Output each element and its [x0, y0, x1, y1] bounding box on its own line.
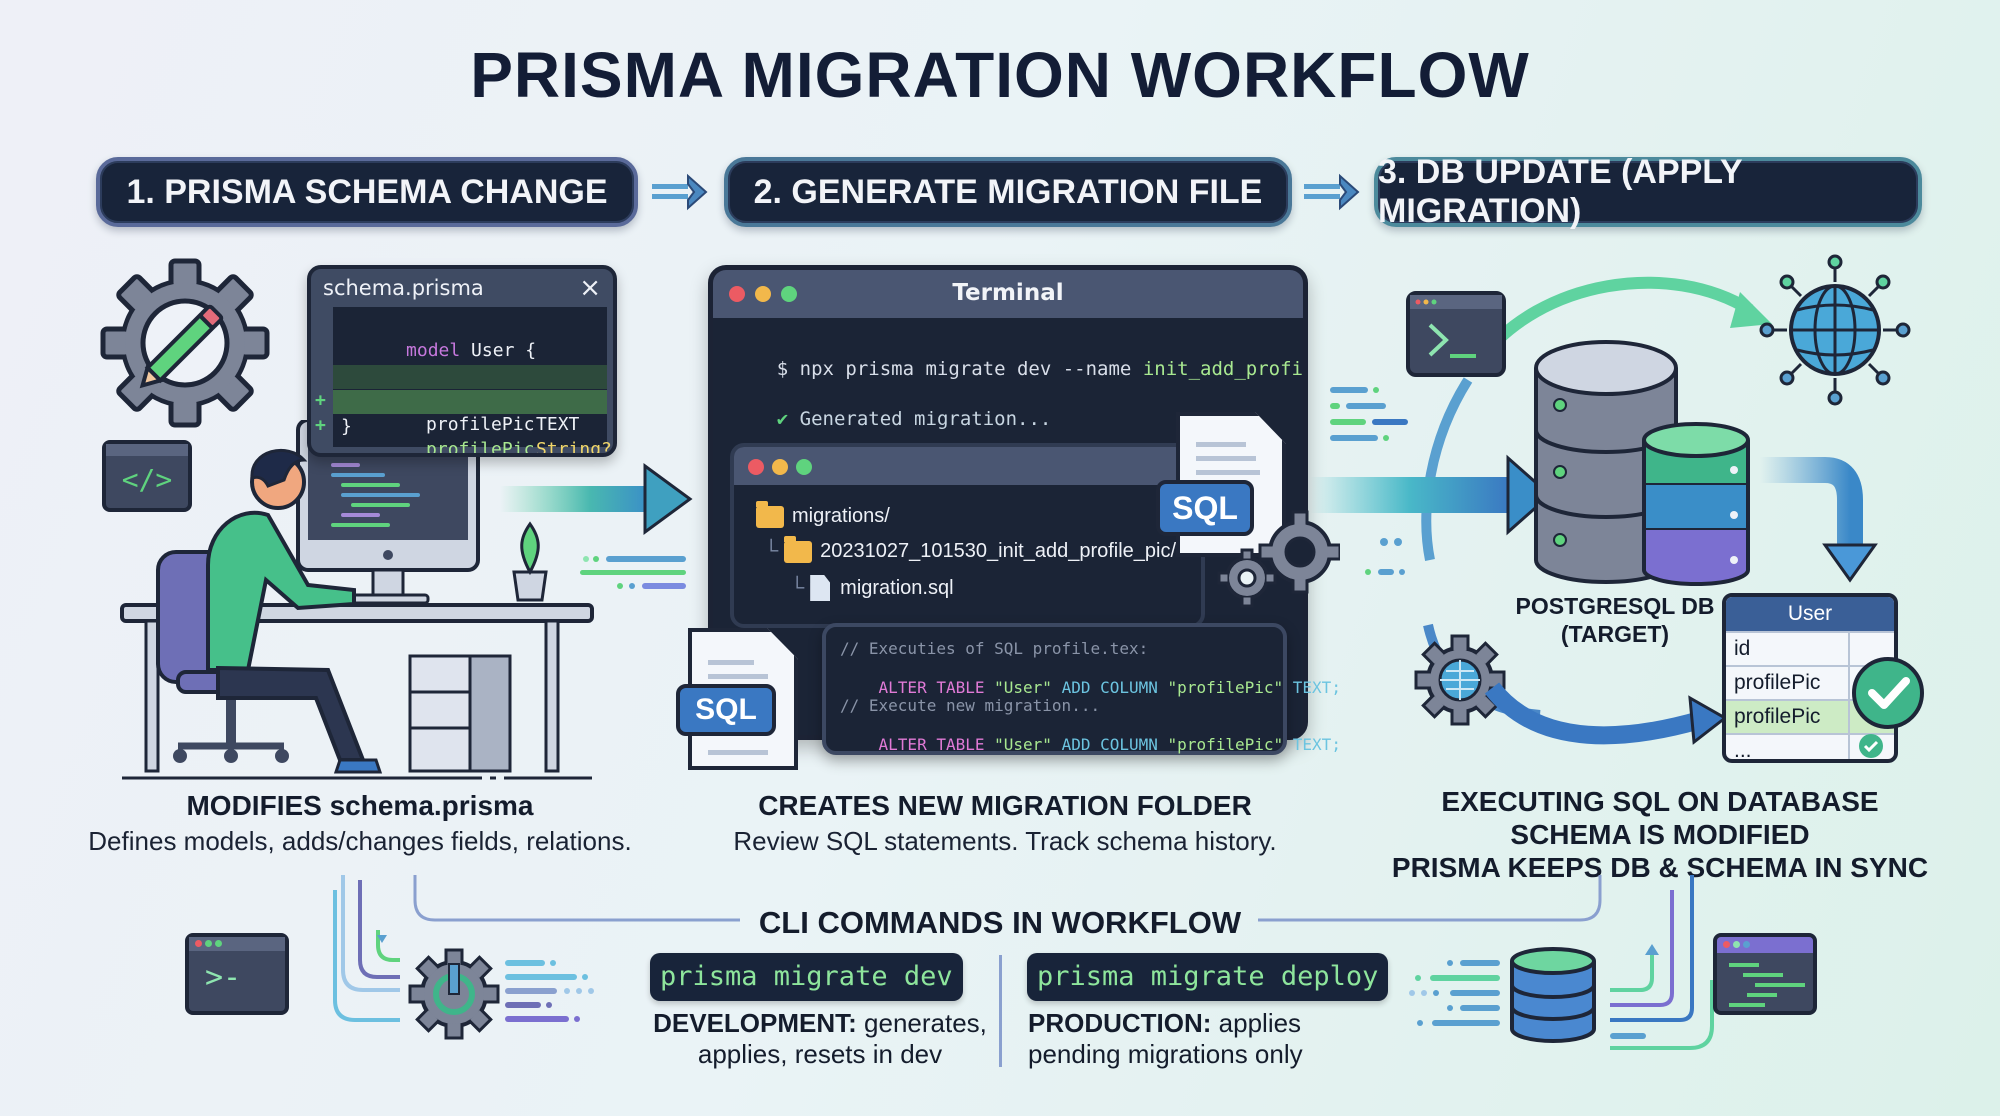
- code-line: userString: [341, 340, 607, 386]
- database-icon: [1510, 947, 1596, 1043]
- command-migrate-deploy[interactable]: prisma migrate deploy: [1027, 953, 1389, 1001]
- code-line: }: [341, 416, 352, 437]
- page-title: PRISMA MIGRATION WORKFLOW: [470, 39, 1530, 111]
- gear-pencil-icon: [100, 258, 270, 428]
- success-check-icon: [1852, 657, 1924, 729]
- sql-statement: ALTER TABLE "User" ADD COLUMN "profilePi…: [878, 678, 1341, 697]
- code-bubble-icon: </>: [102, 440, 192, 512]
- sql-comment: // Execute new migration...: [840, 696, 1101, 715]
- code-line-added: + profilePicTEXT: [315, 365, 607, 435]
- step-3-caption: EXECUTING SQL ON DATABASE SCHEMA IS MODI…: [1391, 786, 1929, 883]
- table-header: User: [1726, 597, 1894, 631]
- terminal-icon: >-: [185, 933, 289, 1015]
- check-icon: ✔: [776, 408, 789, 430]
- tree-item-migrations[interactable]: migrations/: [756, 500, 890, 528]
- caption-heading: MODIFIES schema.prisma: [186, 790, 534, 821]
- close-dot-icon[interactable]: [729, 286, 745, 302]
- step-1-caption: MODIFIES schema.prisma Defines models, a…: [40, 790, 680, 857]
- terminal-status: ✔ Generated migration...: [776, 408, 1052, 430]
- schema-code: model User { userString + profilePicTEXT…: [315, 307, 612, 453]
- folder-icon: [784, 535, 813, 563]
- cli-section-title: CLI COMMANDS IN WORKFLOW: [758, 905, 1242, 940]
- close-dot-icon[interactable]: [748, 459, 764, 475]
- step-arrow-icon: [652, 173, 708, 211]
- command-migrate-dev[interactable]: prisma migrate dev: [650, 953, 963, 1001]
- minimize-dot-icon[interactable]: [755, 286, 771, 302]
- table-row: id: [1726, 631, 1894, 665]
- bottom-connector-lines: [333, 875, 1714, 1050]
- file-icon: [810, 575, 831, 601]
- tree-item-migration-folder[interactable]: └20231027_101530_init_add_profile_pic/: [764, 535, 1177, 563]
- step-3-header: 3. DB UPDATE (APPLY MIGRATION): [1374, 153, 1922, 230]
- table-row: profilePic: [1726, 665, 1894, 699]
- divider: [999, 955, 1002, 1067]
- caption-heading: CREATES NEW MIGRATION FOLDER: [758, 790, 1252, 821]
- terminal-title: Terminal: [952, 280, 1064, 306]
- terminal-command: $ npx prisma migrate dev --name init_add…: [776, 358, 1303, 380]
- caption-subtext: Review SQL statements. Track schema hist…: [733, 826, 1277, 856]
- step-1-header: 1. PRISMA SCHEMA CHANGE: [96, 157, 638, 227]
- small-check-icon: [1859, 734, 1883, 758]
- caption-subtext: Defines models, adds/changes fields, rel…: [88, 826, 632, 856]
- step-2-caption: CREATES NEW MIGRATION FOLDER Review SQL …: [690, 790, 1320, 857]
- file-explorer-window: migrations/ └20231027_101530_init_add_pr…: [730, 443, 1205, 628]
- code-line: model User {: [406, 340, 537, 361]
- command-deploy-description: PRODUCTION: applies pending migrations o…: [1028, 1008, 1303, 1069]
- code-window-icon: [1713, 933, 1817, 1015]
- maximize-dot-icon[interactable]: [781, 286, 797, 302]
- schema-editor-window: schema.prisma × model User { userString …: [307, 265, 617, 457]
- folder-icon: [756, 500, 784, 528]
- motion-lines-icon: [580, 556, 686, 589]
- step-2-header: 2. GENERATE MIGRATION FILE: [724, 157, 1292, 227]
- flow-arrow-icon: [500, 463, 693, 535]
- step-arrow-icon: [1304, 173, 1360, 211]
- gear-power-icon: [408, 948, 500, 1040]
- database-label: POSTGRESQL DB (TARGET): [1515, 593, 1715, 647]
- code-line-added: + profilePicString?: [315, 390, 612, 453]
- sql-comment: // Executies of SQL profile.tex:: [840, 639, 1149, 658]
- sql-preview: // Executies of SQL profile.tex: ALTER T…: [822, 623, 1341, 755]
- close-icon[interactable]: ×: [579, 273, 601, 303]
- tree-item-migration-sql[interactable]: └migration.sql: [790, 575, 954, 601]
- sql-statement: ALTER TABLE "User" ADD COLUMN "profilePi…: [878, 735, 1341, 754]
- sql-badge: SQL: [676, 684, 776, 736]
- gears-icon: [1217, 510, 1340, 608]
- minimize-dot-icon[interactable]: [772, 459, 788, 475]
- editor-filename: schema.prisma: [323, 276, 484, 300]
- table-row: ...: [1726, 733, 1894, 759]
- sql-badge: SQL: [1156, 480, 1254, 536]
- command-dev-description: DEVELOPMENT: generates, applies, resets …: [653, 1008, 987, 1069]
- db-update-illustration: [1310, 254, 1911, 745]
- maximize-dot-icon[interactable]: [796, 459, 812, 475]
